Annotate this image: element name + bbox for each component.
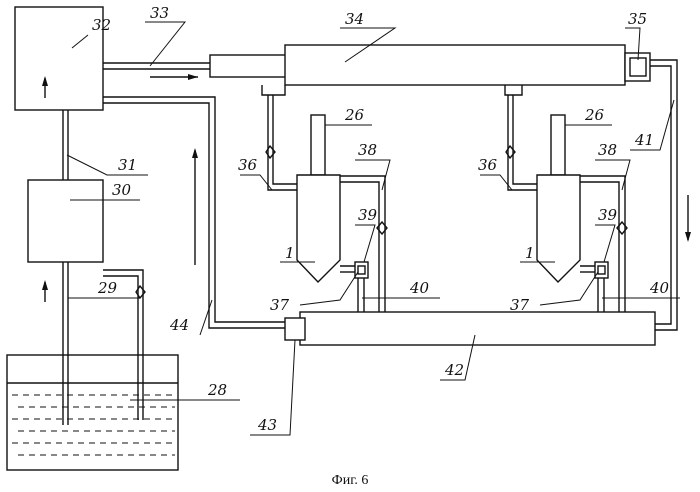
reactor-unit-right <box>506 95 627 312</box>
label-38-right: 38 <box>598 141 617 159</box>
label-34: 34 <box>345 10 364 28</box>
label-39-left: 39 <box>358 206 378 224</box>
label-38-left: 38 <box>358 141 377 159</box>
label-37-right: 37 <box>510 296 530 314</box>
label-1-left: 1 <box>285 244 295 262</box>
label-32: 32 <box>92 16 111 34</box>
header-34 <box>210 45 650 95</box>
label-31: 31 <box>118 156 137 174</box>
label-28: 28 <box>207 381 227 399</box>
label-40-left: 40 <box>409 279 430 297</box>
label-29: 29 <box>97 279 118 297</box>
label-37-left: 37 <box>270 296 290 314</box>
label-44: 44 <box>169 316 189 334</box>
label-42: 42 <box>444 361 464 379</box>
unit-30-box <box>28 180 103 262</box>
header-42 <box>285 312 655 345</box>
reactor-unit-left <box>266 95 387 312</box>
label-36-left: 36 <box>238 156 258 174</box>
pipe-31 <box>63 110 68 180</box>
label-40-right: 40 <box>649 279 670 297</box>
label-41: 41 <box>634 131 654 149</box>
label-1-right: 1 <box>525 244 535 262</box>
label-43: 43 <box>257 416 277 434</box>
figure-caption: Фиг. 6 <box>332 473 369 488</box>
unit-32-box <box>15 7 103 110</box>
tank-28 <box>7 355 178 470</box>
pipe-33 <box>103 63 210 80</box>
label-36-right: 36 <box>478 156 498 174</box>
label-39-right: 39 <box>598 206 618 224</box>
label-26-left: 26 <box>344 106 365 124</box>
label-33: 33 <box>150 4 169 22</box>
label-35: 35 <box>628 10 647 28</box>
label-26-right: 26 <box>584 106 605 124</box>
label-30: 30 <box>112 181 132 199</box>
